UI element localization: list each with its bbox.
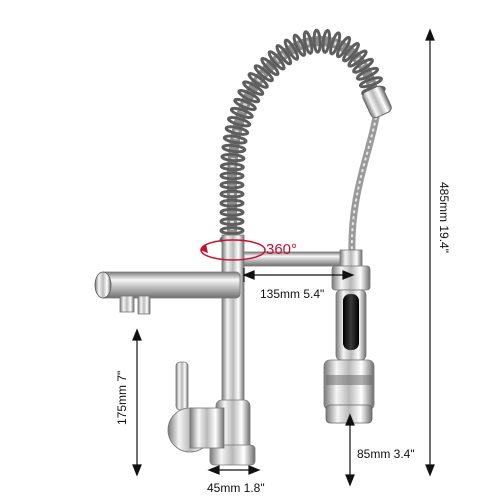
- spring-loop: [342, 42, 360, 63]
- pullout-hose: [348, 104, 382, 256]
- spring-loop: [219, 198, 245, 208]
- spring-loop: [229, 106, 254, 120]
- spring-loop: [219, 189, 245, 199]
- spring-coil: [219, 28, 386, 263]
- spring-loop: [219, 162, 245, 172]
- pullout-sprayer: [323, 265, 375, 424]
- spring-loop: [224, 125, 250, 136]
- total-height-label: 485mm 19.4": [437, 182, 451, 253]
- spring-loop: [355, 66, 380, 81]
- spring-loop: [219, 180, 245, 190]
- spring-loop: [335, 35, 352, 59]
- spring-loop: [233, 97, 257, 112]
- lever-handle: [167, 361, 225, 453]
- faucet-base: [209, 444, 256, 466]
- spring-loop: [321, 28, 332, 54]
- spring-loop: [352, 57, 374, 74]
- spring-loop: [253, 64, 274, 83]
- spring-loop: [242, 80, 265, 96]
- spring-loop: [358, 76, 383, 89]
- spring-loop: [226, 116, 252, 128]
- rotation-label: 360°: [266, 241, 298, 258]
- spring-loop: [347, 49, 368, 68]
- spring-loop: [260, 56, 280, 77]
- spring-loop: [283, 38, 300, 61]
- spring-loop: [312, 28, 322, 54]
- spring-loop: [237, 88, 261, 104]
- base-diameter-label: 45mm 1.8": [207, 481, 265, 495]
- spring-loop: [292, 33, 307, 57]
- spring-loop: [275, 44, 293, 66]
- spring-loop: [329, 31, 342, 56]
- spring-loop: [219, 226, 245, 236]
- sprayer-holder-arm: [243, 251, 355, 267]
- spring-loop: [220, 152, 246, 163]
- dimension-lines: [132, 28, 435, 487]
- spring-loop: [219, 171, 245, 181]
- coil-end-nozzle: [362, 85, 392, 119]
- faucet-height-label: 175mm 7": [115, 370, 129, 425]
- spring-loop: [219, 216, 245, 226]
- spring-loop: [222, 134, 248, 145]
- side-spout: [94, 271, 241, 315]
- spring-loop: [219, 207, 245, 217]
- spring-loop: [221, 143, 247, 154]
- rotation-indicator: [200, 239, 266, 261]
- spout-reach-label: 135mm 5.4": [260, 287, 325, 301]
- spring-loop: [267, 50, 286, 71]
- sprayer-length-label: 85mm 3.4": [357, 447, 415, 461]
- spring-loop: [302, 30, 314, 55]
- spring-loop: [247, 72, 269, 89]
